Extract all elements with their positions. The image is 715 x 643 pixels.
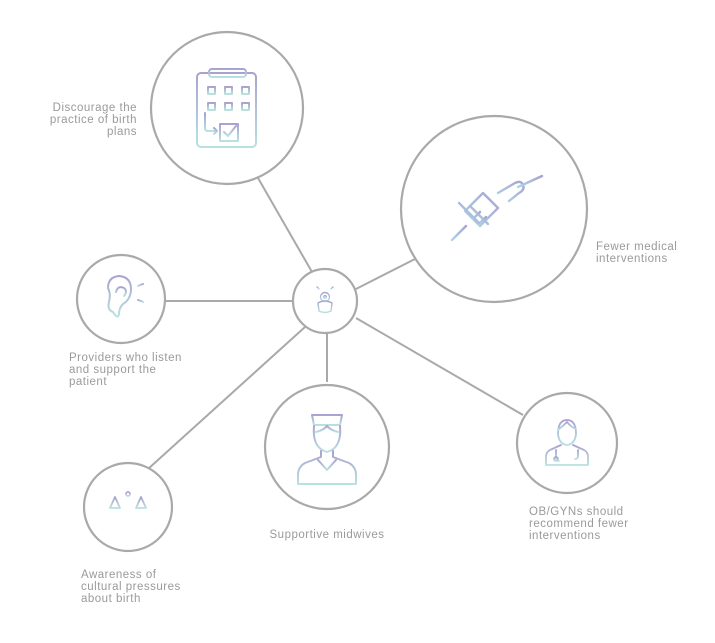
baby-icon bbox=[313, 283, 337, 314]
checklist-clipboard-icon bbox=[196, 68, 257, 148]
label-obgyn: OB/GYNs should recommend fewer intervent… bbox=[529, 506, 629, 542]
connector-obgyn bbox=[355, 317, 524, 416]
connectors bbox=[147, 177, 524, 470]
label-line: interventions bbox=[596, 253, 668, 265]
connector-birth-plans bbox=[257, 177, 313, 273]
scales-icon bbox=[109, 491, 147, 528]
label-line: Discourage the bbox=[52, 102, 137, 114]
connector-cultural bbox=[147, 326, 306, 470]
label-midwives: Supportive midwives bbox=[257, 529, 397, 541]
label-line: patient bbox=[69, 376, 108, 388]
label-birth-plans: Discourage the practice of birth plans bbox=[30, 102, 137, 138]
label-line: interventions bbox=[529, 530, 601, 542]
node-cultural bbox=[82, 461, 174, 553]
label-line: about birth bbox=[81, 593, 141, 605]
label-line: OB/GYNs should bbox=[529, 506, 624, 518]
node-birth-plans bbox=[149, 30, 305, 186]
node-medical bbox=[399, 114, 589, 304]
label-line: Awareness of bbox=[81, 569, 157, 581]
label-line: and support the bbox=[69, 364, 157, 376]
label-cultural: Awareness of cultural pressures about bi… bbox=[81, 569, 181, 605]
label-listen: Providers who listen and support the pat… bbox=[69, 352, 182, 388]
syringe-icon bbox=[450, 174, 544, 242]
label-line: plans bbox=[107, 126, 137, 138]
doctor-icon bbox=[545, 419, 589, 466]
center-node bbox=[291, 267, 359, 335]
label-medical: Fewer medical interventions bbox=[596, 241, 677, 265]
label-line: Providers who listen bbox=[69, 352, 182, 364]
node-midwives bbox=[263, 383, 391, 511]
nurse-icon bbox=[297, 414, 357, 485]
label-line: practice of birth bbox=[49, 114, 137, 126]
label-line: Supportive midwives bbox=[269, 529, 385, 541]
ear-icon bbox=[106, 274, 146, 318]
node-listen bbox=[75, 253, 167, 345]
node-obgyn bbox=[515, 391, 619, 495]
label-line: cultural pressures bbox=[81, 581, 181, 593]
label-line: recommend fewer bbox=[529, 518, 629, 530]
connector-medical bbox=[353, 258, 416, 291]
label-line: Fewer medical bbox=[596, 241, 678, 253]
